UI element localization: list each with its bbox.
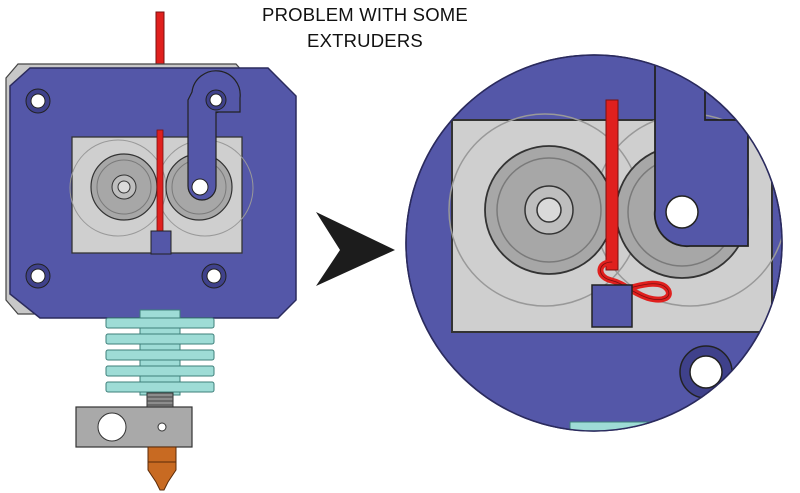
title-line-2: EXTRUDERS [307,30,423,51]
nozzle [147,446,177,491]
idler-arm [187,70,241,201]
zoom-filament-guide [591,284,633,328]
zoom-idler-pin [665,195,699,229]
zoom-detail [405,54,783,432]
heatsink [105,309,215,396]
filament-path [156,129,164,235]
zoom-idler-arm [653,55,749,248]
zoom-heatsink-peek [569,421,661,431]
heat-break-thread [146,392,174,408]
arrowhead-icon [316,212,395,286]
diagram-title: PROBLEM WITH SOME EXTRUDERS [230,2,500,54]
heater-block [75,406,193,448]
drive-gear [90,153,158,221]
filament-guide [150,230,172,255]
screw-hole-bottom-left [25,263,51,289]
title-line-1: PROBLEM WITH SOME [262,4,468,25]
screw-hole-top-left [25,88,51,114]
extruder-assembly [5,11,297,491]
screw-hole-bottom-right [201,263,227,289]
zoom-drive-gear [484,145,614,275]
zoom-screw-hole [679,345,733,399]
zoom-filament [605,99,619,271]
filament-top [155,11,165,73]
